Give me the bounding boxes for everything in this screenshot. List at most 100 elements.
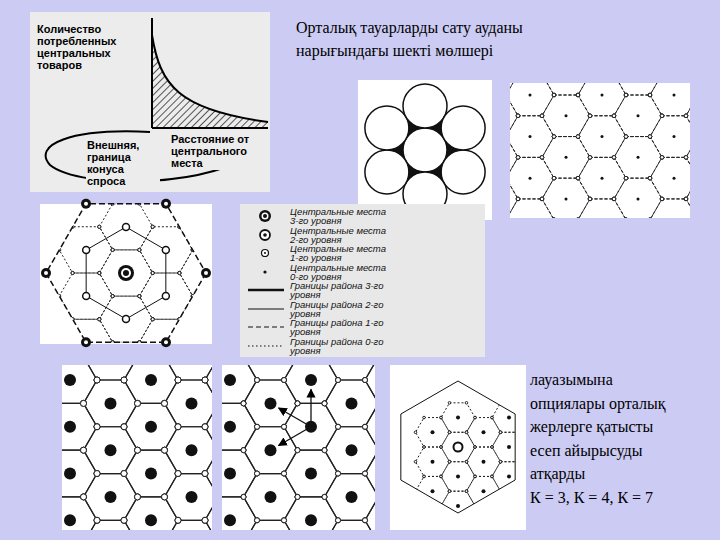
settlement-dot bbox=[151, 271, 154, 274]
central-place bbox=[507, 533, 511, 537]
legend-symbol bbox=[244, 300, 286, 318]
figure-panel bbox=[240, 204, 485, 357]
central-place bbox=[673, 94, 676, 97]
settlement-dot bbox=[567, 519, 570, 522]
settlement-dot bbox=[218, 480, 221, 483]
settlement-dot bbox=[540, 197, 544, 201]
settlement-dot bbox=[525, 446, 528, 449]
central-place bbox=[637, 197, 640, 200]
hex-boundary bbox=[614, 83, 662, 95]
hex-boundary bbox=[650, 199, 690, 218]
settlement-dot bbox=[499, 431, 502, 434]
settlement-dot bbox=[295, 448, 300, 453]
settlement-dot bbox=[440, 416, 443, 419]
settlement-dot bbox=[491, 505, 494, 508]
settlement-dot bbox=[612, 197, 616, 201]
settlement-dot bbox=[135, 400, 141, 406]
settlement-dot bbox=[282, 378, 287, 383]
settlement-dot bbox=[414, 490, 417, 493]
settlement-dot bbox=[151, 225, 154, 228]
settlement-dot bbox=[491, 416, 494, 419]
settlement-dot bbox=[601, 460, 604, 463]
settlement-dot bbox=[499, 460, 502, 463]
settlement-dot bbox=[624, 135, 628, 139]
settlement-dot bbox=[295, 494, 300, 499]
settlement-dot bbox=[540, 197, 544, 201]
hex-boundary bbox=[686, 83, 690, 95]
settlement-dot bbox=[202, 377, 208, 383]
settlement-dot bbox=[612, 156, 616, 160]
hex-boundary bbox=[650, 116, 690, 158]
settlement-dot bbox=[624, 93, 628, 97]
central-place bbox=[529, 94, 532, 97]
settlement-dot bbox=[218, 341, 221, 344]
settlement-dot bbox=[588, 156, 592, 160]
settlement-dot bbox=[241, 401, 246, 406]
settlement-dot bbox=[474, 416, 477, 419]
settlement-dot bbox=[540, 114, 544, 118]
settlement-dot bbox=[474, 446, 477, 449]
central-place bbox=[637, 114, 640, 117]
settlement-dot bbox=[550, 460, 553, 463]
settlement-dot bbox=[175, 517, 181, 523]
settlement-dot bbox=[525, 475, 528, 478]
central-place bbox=[431, 460, 435, 464]
settlement-dot bbox=[540, 114, 544, 118]
central-place bbox=[673, 135, 676, 138]
hex-boundary bbox=[165, 474, 213, 521]
settlement-dot bbox=[218, 387, 221, 390]
central-place bbox=[305, 514, 317, 526]
settlement-dot bbox=[552, 176, 556, 180]
settlement-dot bbox=[540, 156, 544, 160]
settlement-dot bbox=[175, 471, 181, 477]
central-place bbox=[456, 416, 460, 420]
settlement-dot bbox=[648, 176, 652, 180]
settlement-dot bbox=[138, 341, 141, 344]
central-place bbox=[635, 519, 639, 523]
settlement-dot bbox=[552, 176, 556, 180]
central-place bbox=[346, 444, 358, 456]
settlement-dot bbox=[448, 490, 451, 493]
hex-boundary bbox=[578, 157, 626, 199]
central-place bbox=[482, 489, 486, 493]
hex-boundary bbox=[84, 380, 138, 427]
settlement-dot bbox=[121, 517, 127, 523]
settlement-dot bbox=[191, 341, 194, 344]
settlement-dot bbox=[138, 341, 141, 344]
central-place bbox=[305, 468, 317, 480]
settlement-dot bbox=[491, 505, 494, 508]
settlement-dot bbox=[58, 433, 61, 436]
settlement-dot bbox=[94, 424, 100, 430]
settlement-dot bbox=[474, 505, 477, 508]
settlement-dot bbox=[684, 114, 688, 118]
settlement-dot bbox=[552, 218, 556, 219]
settlement-dot bbox=[567, 460, 570, 463]
legend-text: Границы района 3-го уровня bbox=[290, 281, 394, 299]
settlement-dot bbox=[231, 318, 234, 321]
settlement-dot bbox=[588, 197, 592, 201]
settlement-dot bbox=[612, 197, 616, 201]
settlement-dot bbox=[660, 156, 664, 160]
settlement-dot bbox=[363, 378, 368, 383]
central-place bbox=[482, 519, 486, 523]
figure-panel bbox=[222, 365, 375, 530]
settlement-dot bbox=[644, 475, 647, 478]
settlement-dot bbox=[448, 490, 451, 493]
settlement-dot bbox=[175, 471, 181, 477]
settlement-dot bbox=[94, 517, 100, 523]
settlement-dot bbox=[588, 156, 592, 160]
hex-boundary bbox=[542, 137, 590, 179]
settlement-dot bbox=[552, 93, 556, 97]
settlement-dot bbox=[282, 471, 287, 476]
settlement-dot bbox=[612, 156, 616, 160]
settlement-dot bbox=[644, 534, 647, 537]
settlement-dot bbox=[576, 176, 580, 180]
central-place bbox=[64, 468, 76, 480]
settlement-dot bbox=[440, 505, 443, 508]
hex-boundary bbox=[179, 250, 232, 296]
market-circle bbox=[403, 128, 447, 172]
settlement-dot bbox=[588, 156, 592, 160]
settlement-dot bbox=[218, 480, 221, 483]
central-place bbox=[145, 374, 157, 386]
settlement-dot bbox=[516, 197, 520, 201]
